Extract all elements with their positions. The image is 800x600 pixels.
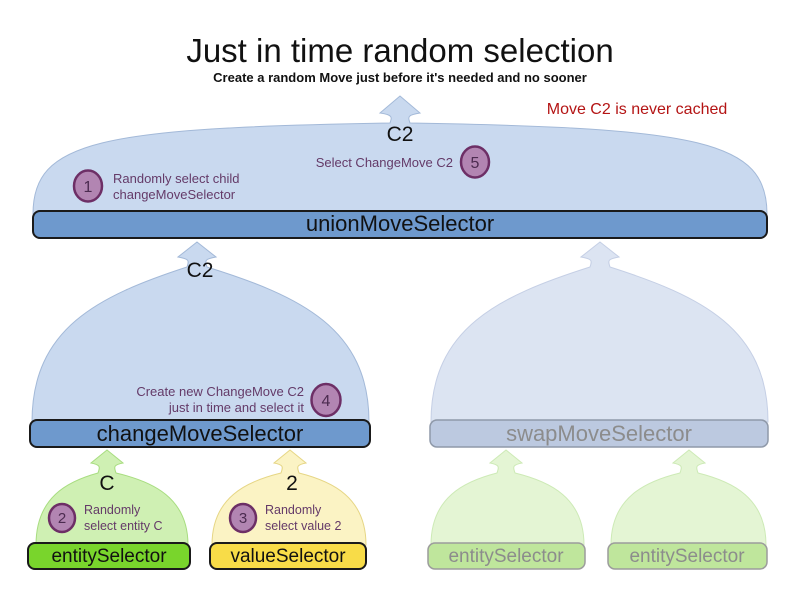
faded-entity-selector-bar-left <box>427 542 586 570</box>
swap-selection-dome-faded <box>430 241 769 423</box>
step-3-text-line2: select value 2 <box>265 519 341 533</box>
entity-selector-label: entitySelector <box>51 546 167 567</box>
step-4-text-line1: Create new ChangeMove C2 <box>136 384 304 399</box>
step-4-text-line2: just in time and select it <box>168 400 305 415</box>
change-move-selector-label: changeMoveSelector <box>97 421 304 446</box>
value-selector-label: valueSelector <box>230 546 346 567</box>
swap-move-selector-label: swapMoveSelector <box>506 421 692 446</box>
change-move-selector-bar <box>29 419 371 448</box>
step-1-number: 1 <box>84 179 93 196</box>
union-selection-dome <box>32 95 768 215</box>
page-title: Just in time random selection <box>186 32 613 69</box>
union-output-move-label: C2 <box>387 123 414 146</box>
step-1-text-line1: Randomly select child <box>113 171 239 186</box>
step-3-number: 3 <box>239 510 247 527</box>
union-move-selector-label: unionMoveSelector <box>306 211 494 236</box>
change-selection-dome <box>31 241 370 423</box>
step-1-circle <box>72 169 104 203</box>
step-3-text-line1: Randomly <box>265 503 322 517</box>
step-5-number: 5 <box>471 155 480 172</box>
step-2-text-line2: select entity C <box>84 519 163 533</box>
change-output-move-label: C2 <box>187 259 214 282</box>
value-selector-bar <box>209 542 367 570</box>
never-cached-callout: Move C2 is never cached <box>547 101 728 118</box>
union-move-selector-bar <box>32 210 768 239</box>
faded-entity-selector-label-right: entitySelector <box>629 546 745 567</box>
step-3-circle <box>228 502 258 534</box>
faded-entity-dome-right <box>610 449 767 546</box>
entity-selector-bar <box>27 542 191 570</box>
page-subtitle: Create a random Move just before it's ne… <box>213 70 587 85</box>
step-5-circle <box>459 145 491 179</box>
step-2-circle <box>47 502 77 534</box>
swap-move-selector-bar-faded <box>429 419 769 448</box>
value-output-label: 2 <box>286 472 298 495</box>
step-2-number: 2 <box>58 510 66 527</box>
step-1-text-line2: changeMoveSelector <box>113 187 236 202</box>
faded-entity-dome-left <box>430 449 585 546</box>
step-5-text: Select ChangeMove C2 <box>316 155 453 170</box>
faded-entity-selector-bar-right <box>607 542 768 570</box>
step-2-text-line1: Randomly <box>84 503 141 517</box>
entity-output-label: C <box>99 472 114 495</box>
faded-entity-selector-label-left: entitySelector <box>448 546 564 567</box>
step-4-number: 4 <box>322 393 331 410</box>
step-4-circle <box>310 382 342 418</box>
